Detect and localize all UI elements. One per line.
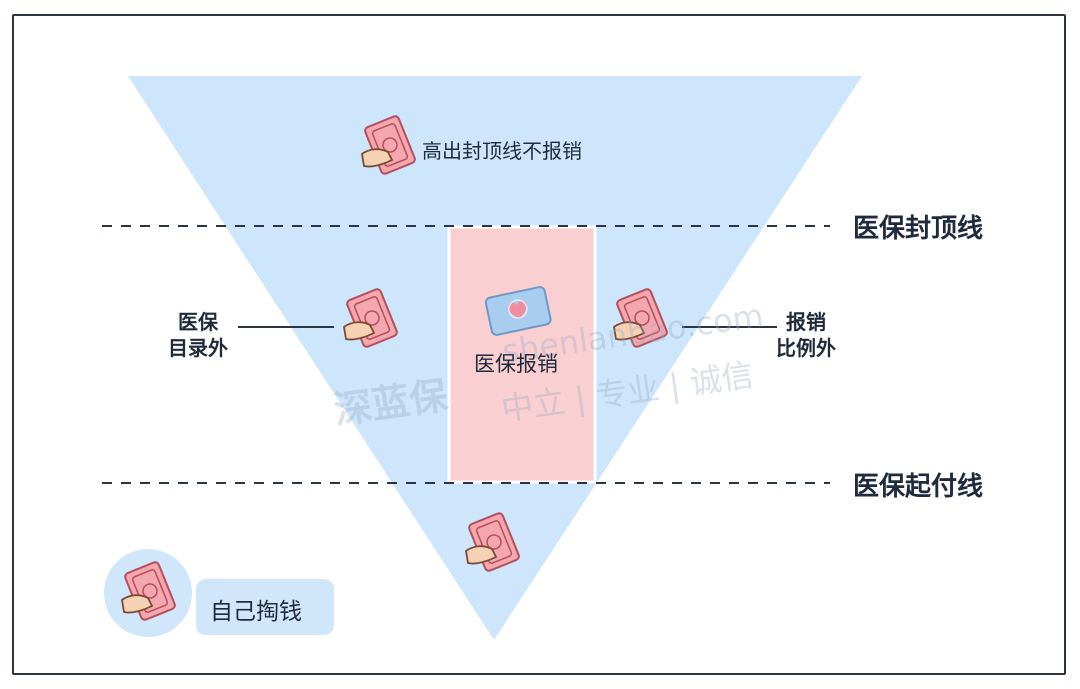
reimbursed-label: 医保报销 xyxy=(474,352,558,376)
outside-ratio-line1: 报销 xyxy=(786,310,826,334)
cap-line-label: 医保封顶线 xyxy=(853,214,984,244)
outside-ratio-label: 报销 比例外 xyxy=(776,309,836,361)
outside-catalog-label: 医保 目录外 xyxy=(168,309,228,361)
outside-ratio-line2: 比例外 xyxy=(776,336,836,360)
deductible-line-label: 医保起付线 xyxy=(853,472,984,502)
outside-catalog-line1: 医保 xyxy=(178,310,218,334)
hand-money-icon xyxy=(121,561,176,621)
outside-catalog-line2: 目录外 xyxy=(168,336,228,360)
self-pay-label: 自己掏钱 xyxy=(210,599,302,625)
reimbursement-box xyxy=(447,225,597,484)
diagram-frame xyxy=(12,14,1066,675)
medical-card-icon xyxy=(484,286,552,336)
legend-pill xyxy=(196,579,334,635)
above-cap-label: 高出封顶线不报销 xyxy=(422,139,582,163)
